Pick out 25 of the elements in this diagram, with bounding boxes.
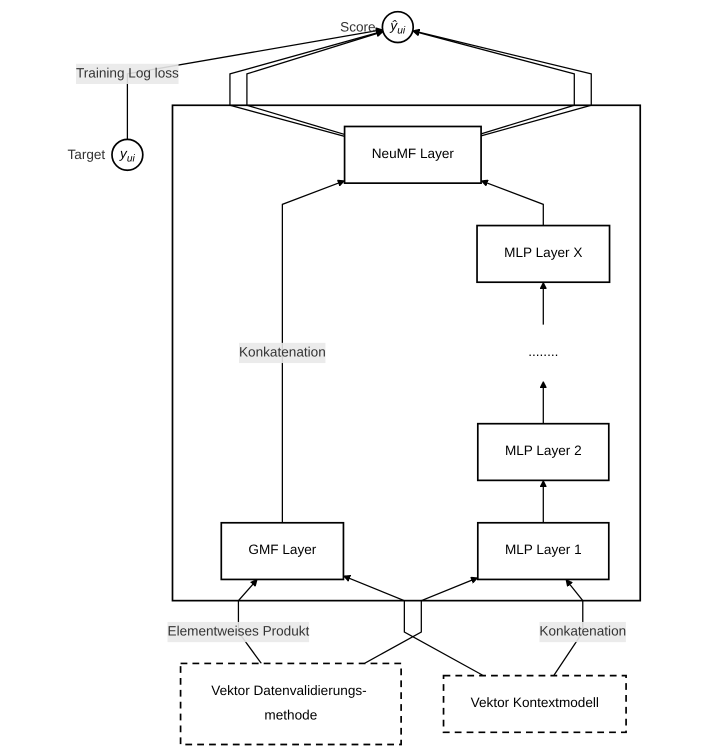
node-text: ........ <box>528 344 558 359</box>
node-box: MLP Layer 1 <box>476 521 610 580</box>
edge-label: Konkatenation <box>238 344 326 360</box>
node-caption: Score <box>340 18 376 34</box>
arrow <box>126 26 383 139</box>
node-circle: ŷ$_{ui}$ <box>381 10 414 43</box>
node-box: NeuMF Layer <box>343 125 482 184</box>
node-box: MLP Layer X <box>476 224 610 283</box>
node-box: Vektor Datenvalidierungs- methode <box>179 662 402 745</box>
arrow <box>364 576 478 664</box>
node-caption: Target <box>67 146 105 162</box>
arrow <box>539 281 547 324</box>
arrow <box>480 179 544 226</box>
arrow <box>539 380 547 424</box>
arrow <box>539 480 547 522</box>
edge-label: Konkatenation <box>539 624 626 638</box>
cluster <box>171 104 641 601</box>
node-box: MLP Layer 2 <box>476 422 610 481</box>
arrow <box>342 574 484 676</box>
arrow <box>281 179 345 522</box>
edge-label: Training Log loss <box>76 66 178 80</box>
node-circle: y$_{ui}$ <box>110 138 144 171</box>
node-box: Vektor Kontextmodell <box>442 674 627 733</box>
node-box: GMF Layer <box>220 521 344 580</box>
edge-label: Elementweises Produkt <box>167 624 309 638</box>
